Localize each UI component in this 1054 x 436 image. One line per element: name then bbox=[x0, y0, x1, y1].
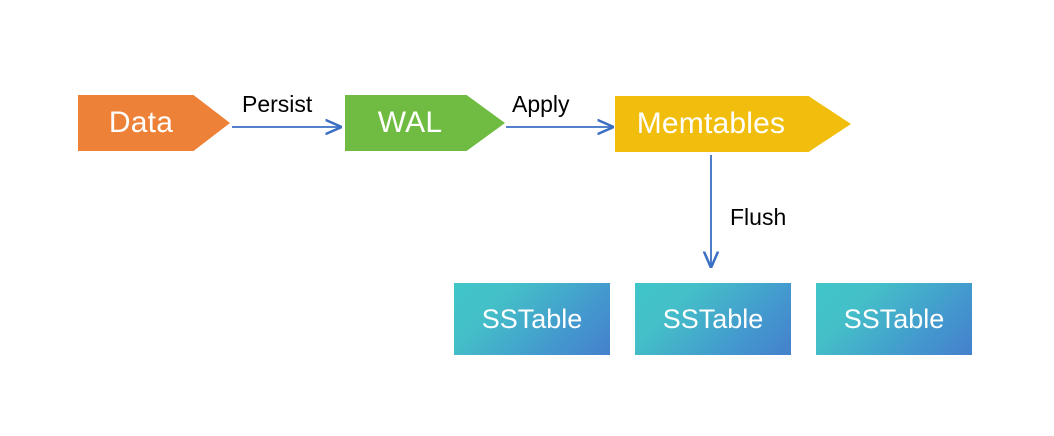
node-sstable-2[interactable]: SSTable bbox=[635, 283, 791, 355]
edge-label-persist: Persist bbox=[242, 91, 313, 117]
node-sstable-1[interactable]: SSTable bbox=[454, 283, 610, 355]
node-data[interactable]: Data bbox=[78, 95, 230, 151]
node-wal[interactable]: WAL bbox=[345, 95, 505, 151]
edge-label-apply: Apply bbox=[512, 91, 570, 117]
edge-label-flush: Flush bbox=[730, 204, 787, 230]
node-sstable-3[interactable]: SSTable bbox=[816, 283, 972, 355]
node-memtables[interactable]: Memtables bbox=[615, 96, 851, 152]
